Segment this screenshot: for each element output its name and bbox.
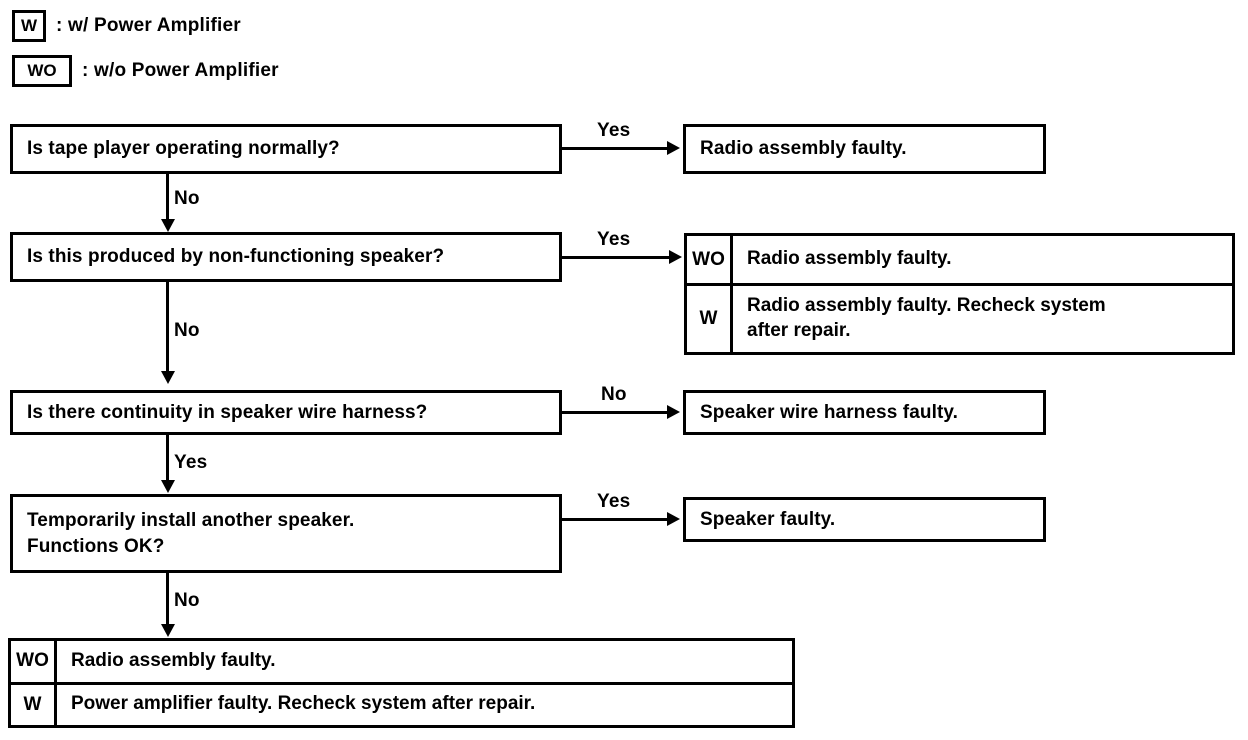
question-box-2[interactable]: Is this produced by non-functioning spea… — [10, 232, 562, 282]
result-table-2[interactable]: WO Radio assembly faulty. W Radio assemb… — [684, 233, 1235, 355]
legend-row-wo: WO : w/o Power Amplifier — [12, 55, 279, 87]
question-text-4: Temporarily install another speaker. Fun… — [27, 509, 355, 557]
result-table-final-text-wo: Radio assembly faulty. — [71, 649, 276, 671]
legend-tag-w: W — [12, 10, 46, 42]
arrowhead-3-no — [667, 405, 680, 419]
question-text-1: Is tape player operating normally? — [27, 138, 340, 160]
arrowhead-2-no — [161, 371, 175, 384]
result-table-final-row-wo: WO Radio assembly faulty. — [11, 641, 792, 682]
result-table-2-text-wo: Radio assembly faulty. — [747, 248, 952, 270]
result-table-2-row-w: W Radio assembly faulty. Recheck system … — [687, 283, 1232, 352]
edge-label-1-no: No — [174, 188, 200, 209]
result-table-2-tag-wo: WO — [687, 236, 733, 283]
result-box-1[interactable]: Radio assembly faulty. — [683, 124, 1046, 174]
connector-2-yes — [562, 256, 672, 259]
connector-3-no — [562, 411, 670, 414]
connector-2-no — [166, 282, 169, 372]
result-table-2-tag-w: W — [687, 286, 733, 352]
arrowhead-4-yes — [667, 512, 680, 526]
legend-row-w: W : w/ Power Amplifier — [12, 10, 241, 42]
legend-tag-wo: WO — [12, 55, 72, 87]
result-table-2-row-wo: WO Radio assembly faulty. — [687, 236, 1232, 283]
result-table-final-text-w: Power amplifier faulty. Recheck system a… — [71, 693, 536, 715]
result-box-3[interactable]: Speaker wire harness faulty. — [683, 390, 1046, 435]
result-text-1: Radio assembly faulty. — [700, 138, 907, 160]
connector-4-yes — [562, 518, 670, 521]
result-table-final-row-w: W Power amplifier faulty. Recheck system… — [11, 681, 792, 725]
connector-3-yes — [166, 435, 169, 481]
edge-label-1-yes: Yes — [597, 120, 631, 141]
edge-label-4-no: No — [174, 590, 200, 611]
question-box-1[interactable]: Is tape player operating normally? — [10, 124, 562, 174]
result-text-3: Speaker wire harness faulty. — [700, 401, 959, 423]
arrowhead-1-yes — [667, 141, 680, 155]
arrowhead-4-no — [161, 624, 175, 637]
question-box-4[interactable]: Temporarily install another speaker. Fun… — [10, 494, 562, 573]
edge-label-2-yes: Yes — [597, 229, 631, 250]
arrowhead-3-yes — [161, 480, 175, 493]
legend-label-w: : w/ Power Amplifier — [56, 15, 241, 36]
connector-1-yes — [562, 147, 670, 150]
edge-label-4-yes: Yes — [597, 491, 631, 512]
arrowhead-2-yes — [669, 250, 682, 264]
result-text-4: Speaker faulty. — [700, 508, 836, 530]
edge-label-3-yes: Yes — [174, 452, 208, 473]
legend-label-wo: : w/o Power Amplifier — [82, 60, 279, 81]
result-table-final-tag-w: W — [11, 684, 57, 725]
connector-4-no — [166, 573, 169, 625]
question-box-3[interactable]: Is there continuity in speaker wire harn… — [10, 390, 562, 435]
result-table-2-text-w: Radio assembly faulty. Recheck system af… — [747, 295, 1106, 341]
result-table-final[interactable]: WO Radio assembly faulty. W Power amplif… — [8, 638, 795, 728]
arrowhead-1-no — [161, 219, 175, 232]
result-box-4[interactable]: Speaker faulty. — [683, 497, 1046, 542]
question-text-3: Is there continuity in speaker wire harn… — [27, 401, 428, 423]
edge-label-3-no: No — [601, 384, 627, 405]
result-table-final-tag-wo: WO — [11, 641, 57, 682]
connector-1-no — [166, 174, 169, 220]
question-text-2: Is this produced by non-functioning spea… — [27, 246, 445, 268]
edge-label-2-no: No — [174, 320, 200, 341]
